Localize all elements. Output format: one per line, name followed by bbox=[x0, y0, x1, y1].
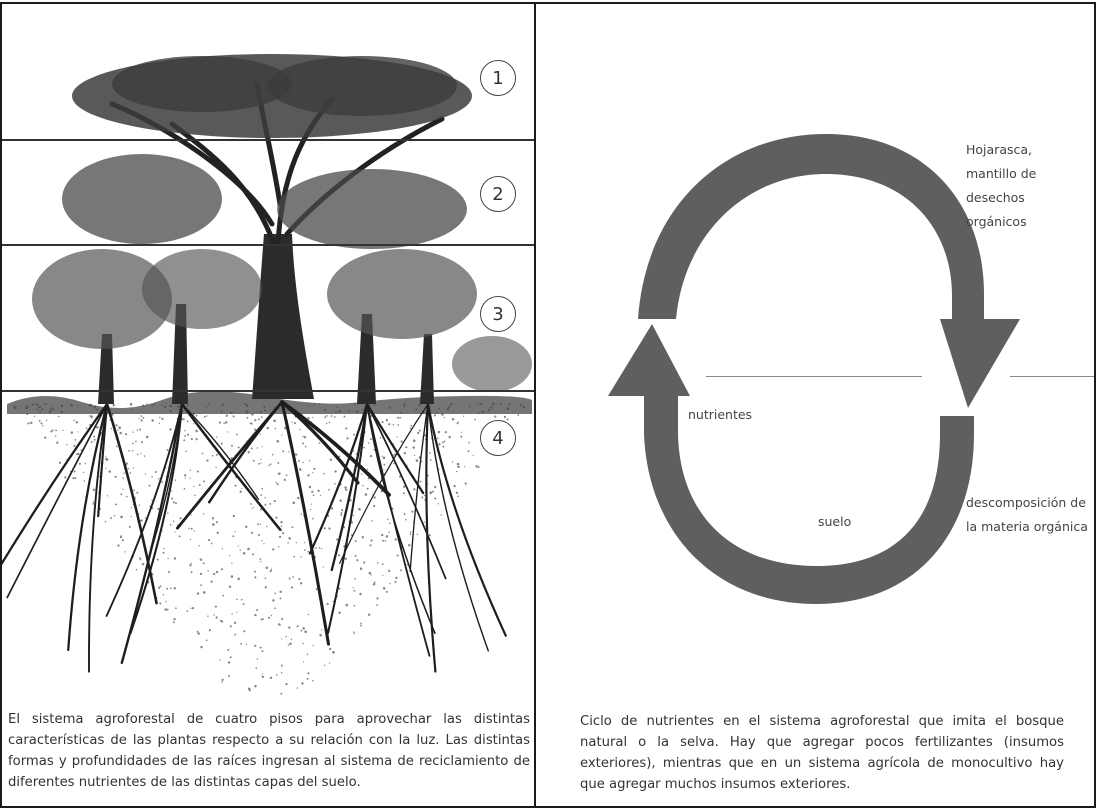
layer-divider-2 bbox=[2, 244, 534, 246]
soil-stipple bbox=[13, 403, 525, 695]
layer-divider-1 bbox=[2, 139, 534, 141]
layer-number-4: 4 bbox=[480, 420, 516, 456]
left-caption: El sistema agroforestal de cuatro pisos … bbox=[8, 709, 530, 793]
label-nutrients: nutrientes bbox=[688, 403, 752, 427]
cycle-arrow-bottom bbox=[608, 324, 974, 604]
soil-surface-line-right bbox=[1010, 376, 1094, 377]
label-decomposition: descomposición de la materia orgánica bbox=[966, 491, 1096, 539]
agroforestry-layers-panel: 1 2 3 4 El sistema agroforestal de cuatr… bbox=[0, 2, 536, 808]
canopy-emergent bbox=[72, 54, 472, 138]
layer-number-1: 1 bbox=[480, 60, 516, 96]
layer-number-3: 3 bbox=[480, 296, 516, 332]
right-caption: Ciclo de nutrientes en el sistema agrofo… bbox=[580, 711, 1064, 795]
roots bbox=[2, 402, 506, 672]
tree-illustration bbox=[2, 4, 534, 704]
nutrient-cycle-diagram bbox=[536, 4, 1094, 694]
label-soil: suelo bbox=[818, 510, 851, 534]
label-leaf-litter: Hojarasca, mantillo de desechos orgánico… bbox=[966, 138, 1086, 234]
nutrient-cycle-panel: Hojarasca, mantillo de desechos orgánico… bbox=[534, 2, 1096, 808]
cycle-arrow-top bbox=[638, 134, 1020, 408]
layer-divider-3 bbox=[2, 390, 534, 392]
layer-number-2: 2 bbox=[480, 176, 516, 212]
soil-surface-line-center bbox=[706, 376, 922, 377]
